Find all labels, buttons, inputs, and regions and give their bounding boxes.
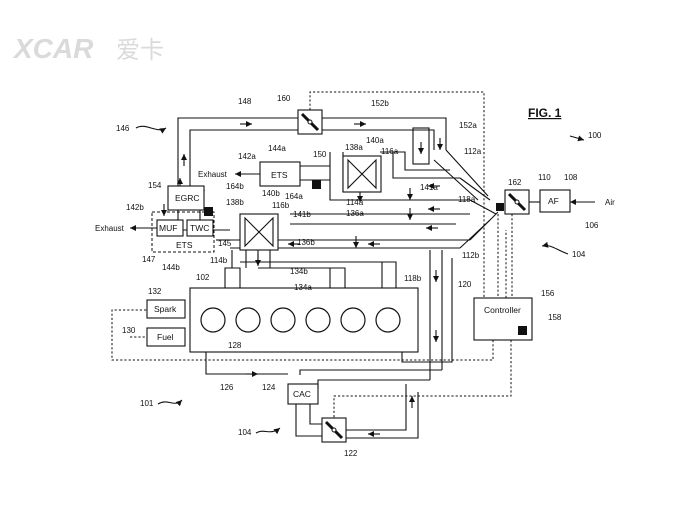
ref-145: 145 xyxy=(218,239,232,248)
ref-130: 130 xyxy=(122,326,136,335)
ref-160: 160 xyxy=(277,94,291,103)
controller-label: Controller xyxy=(484,305,521,315)
controller-box: Controller xyxy=(473,297,533,341)
ref-156: 156 xyxy=(541,289,555,298)
ref-126: 126 xyxy=(220,383,234,392)
ref-102: 102 xyxy=(196,273,210,282)
ref-152a: 152a xyxy=(459,121,477,130)
ref-147: 147 xyxy=(142,255,156,264)
ref-154: 154 xyxy=(148,181,162,190)
spark-label: Spark xyxy=(154,304,177,314)
ref-124: 124 xyxy=(262,383,276,392)
ref-108: 108 xyxy=(564,173,578,182)
ref-104a: 104 xyxy=(572,250,586,259)
ref-162: 162 xyxy=(508,178,522,187)
twc-label: TWC xyxy=(190,223,209,233)
ets-upper-label: ETS xyxy=(271,170,288,180)
ref-150: 150 xyxy=(313,150,327,159)
controller-sensor xyxy=(518,326,527,335)
control-lines xyxy=(111,91,513,418)
ref-141b: 141b xyxy=(293,210,311,219)
reference-numerals: 100 101 102 104 104 106 108 110 112a 112… xyxy=(116,94,602,458)
egrc-label: EGRC xyxy=(175,193,200,203)
engine-block xyxy=(189,287,419,353)
ref-106: 106 xyxy=(585,221,599,230)
ets-lower-label: ETS xyxy=(176,240,193,250)
ref-138b: 138b xyxy=(226,198,244,207)
cac-box: CAC xyxy=(287,383,319,405)
ref-101: 101 xyxy=(140,399,154,408)
ref-118b: 118b xyxy=(404,274,422,283)
ref-164a: 164a xyxy=(285,192,303,201)
ref-122: 122 xyxy=(344,449,358,458)
ref-134a: 134a xyxy=(294,283,312,292)
ref-144b: 144b xyxy=(162,263,180,272)
ref-164b: 164b xyxy=(226,182,244,191)
aftertreatment-group: MUF TWC ETS xyxy=(151,211,215,253)
ref-128: 128 xyxy=(228,341,242,350)
ets-upper-box: ETS xyxy=(259,161,301,187)
cac-label: CAC xyxy=(293,389,311,399)
ref-142b: 142b xyxy=(126,203,144,212)
valve-122 xyxy=(321,417,347,443)
af-box: AF xyxy=(539,189,571,213)
watermark-logo: XCAR 爱卡 xyxy=(12,33,164,64)
ref-141a: 141a xyxy=(420,183,438,192)
ref-138a: 138a xyxy=(345,143,363,152)
watermark-logo-cn: 爱卡 xyxy=(116,37,164,64)
ref-144a: 144a xyxy=(268,144,286,153)
valve-162 xyxy=(504,189,530,215)
ref-136b: 136b xyxy=(297,238,315,247)
ref-140a: 140a xyxy=(366,136,384,145)
ref-100: 100 xyxy=(588,131,602,140)
ref-112b: 112b xyxy=(462,251,480,260)
ref-112a: 112a xyxy=(464,147,482,156)
ref-142a: 142a xyxy=(238,152,256,161)
ref-114b: 114b xyxy=(210,256,228,265)
sensor-164a xyxy=(312,180,321,189)
ref-146: 146 xyxy=(116,124,130,133)
fuel-label: Fuel xyxy=(157,332,174,342)
ref-116a: 116a xyxy=(381,147,399,156)
ref-114a: 114a xyxy=(346,198,364,207)
spark-box: Spark xyxy=(146,299,186,319)
figure-title: FIG. 1 xyxy=(528,106,562,120)
ref-136a: 136a xyxy=(346,209,364,218)
ref-158: 158 xyxy=(548,313,562,322)
ref-132: 132 xyxy=(148,287,162,296)
ref-120: 120 xyxy=(458,280,472,289)
watermark-logo-text: XCAR xyxy=(12,33,94,64)
muf-label: MUF xyxy=(159,223,177,233)
exhaust-upper-label: Exhaust xyxy=(198,170,228,179)
upper-turbocharger xyxy=(342,155,382,193)
fuel-box: Fuel xyxy=(146,327,186,347)
lower-turbocharger xyxy=(239,213,279,251)
exhaust-manifold xyxy=(224,250,397,288)
egrc-box: EGRC xyxy=(167,185,205,211)
ref-118a: 118a xyxy=(458,195,476,204)
af-label: AF xyxy=(548,196,559,206)
sensor-162 xyxy=(496,203,504,211)
ref-140b: 140b xyxy=(262,189,280,198)
ref-148: 148 xyxy=(238,97,252,106)
ref-134b: 134b xyxy=(290,267,308,276)
ref-152b: 152b xyxy=(371,99,389,108)
ref-104b: 104 xyxy=(238,428,252,437)
valve-160 xyxy=(297,109,323,135)
exhaust-lower-label: Exhaust xyxy=(95,224,125,233)
air-label: Air xyxy=(605,198,615,207)
ref-110: 110 xyxy=(538,173,551,182)
ref-116b: 116b xyxy=(272,201,290,210)
